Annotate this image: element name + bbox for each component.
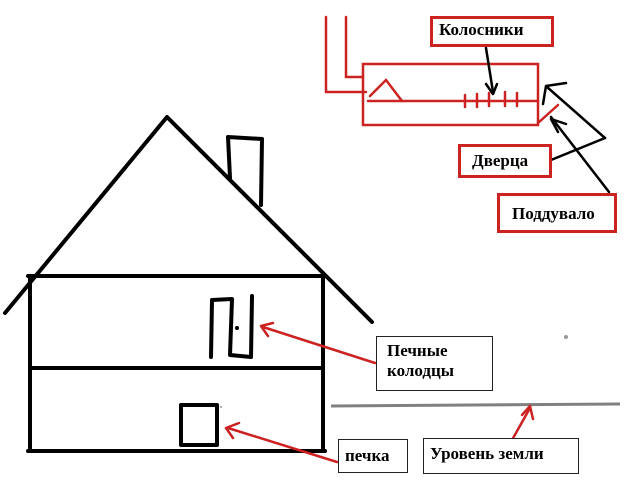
- pechka-arrowhead: [224, 421, 241, 440]
- ground-arrowhead: [520, 404, 535, 421]
- flue-detail-dot: [235, 326, 239, 330]
- roof: [3, 115, 374, 324]
- door-pointer-b: [549, 136, 607, 162]
- flue-pipe-outer: [324, 15, 368, 94]
- pechka-pointer: [226, 426, 339, 464]
- chimney: [226, 135, 264, 207]
- stove: [179, 403, 219, 447]
- detail-pointers: [484, 46, 611, 194]
- stray-dot-2: [220, 406, 222, 408]
- stray-dot-1: [564, 335, 568, 339]
- kolodcy-pointer: [261, 325, 377, 365]
- kolodcy-arrowhead: [259, 321, 275, 338]
- door-pointer-a: [545, 85, 607, 140]
- ground-level-line: [330, 402, 621, 408]
- podduvalo-label: Поддувало: [497, 193, 617, 233]
- door-arrowhead: [541, 81, 568, 106]
- house-pointers: [224, 321, 535, 464]
- kolosniki-pointer: [484, 46, 495, 94]
- house: [3, 115, 374, 453]
- pechka-label: печка: [338, 439, 408, 473]
- podduvalo-arrowhead: [549, 117, 568, 134]
- flue-channels: [209, 294, 254, 359]
- kolosniki-arrowhead: [484, 82, 499, 96]
- firebox: [361, 62, 540, 127]
- podduvalo-pointer: [549, 115, 611, 194]
- stove-detail: [324, 15, 560, 127]
- pechnye-kolodcy-line2: колодцы: [387, 360, 455, 380]
- pechnye-kolodcy-line1: Печные: [387, 341, 448, 360]
- pechnye-kolodcy-label: Печные колодцы: [376, 336, 493, 391]
- ground-pointer: [510, 406, 532, 442]
- flue-pipe-inner: [344, 15, 365, 79]
- kolosniki-label: Колосники: [430, 16, 554, 47]
- smoke-tooth: [368, 78, 404, 103]
- dverca-label: Дверца: [458, 144, 552, 178]
- ground-level-label: Уровень земли: [423, 438, 579, 474]
- door: [536, 103, 560, 125]
